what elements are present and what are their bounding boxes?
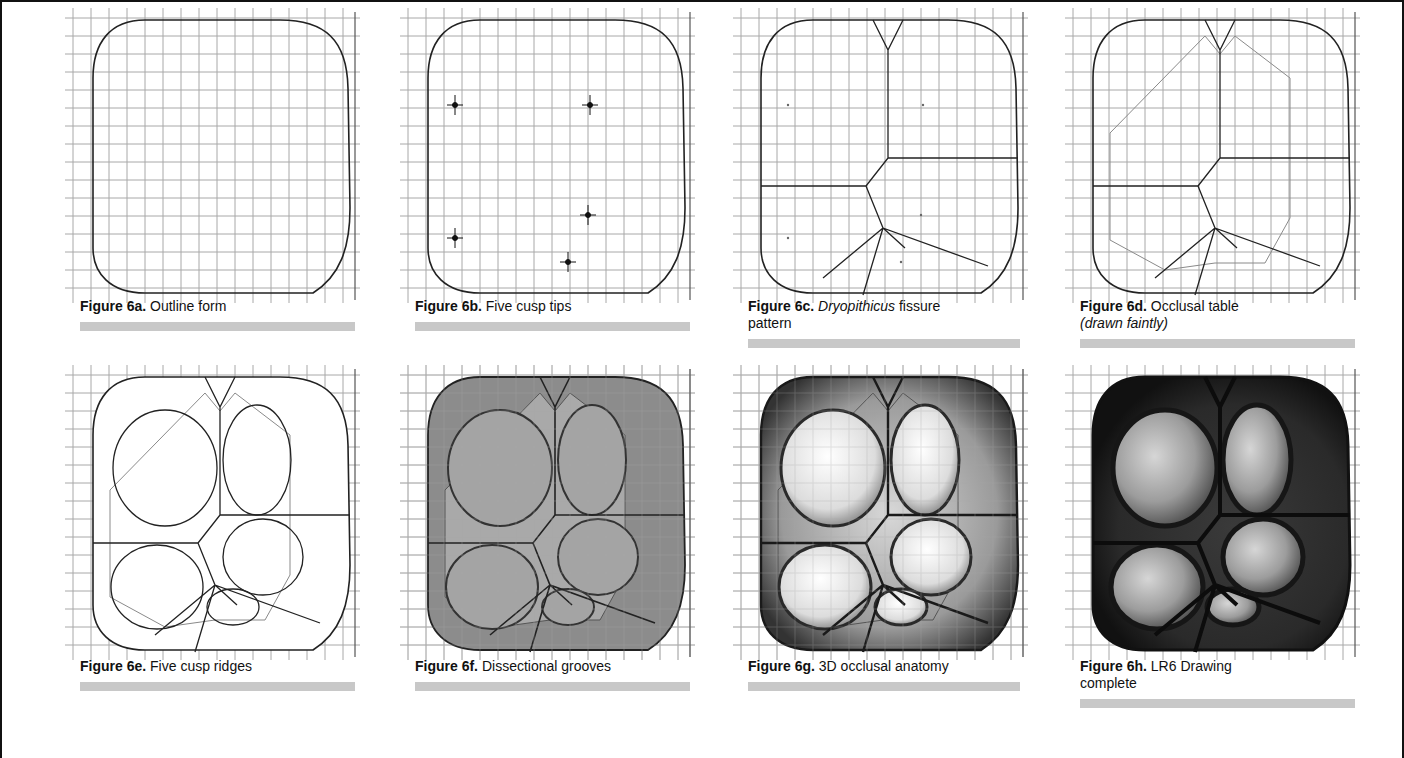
figure-number: Figure 6a. (80, 298, 146, 314)
figure-caption: Figure 6b.Five cusp tips (415, 298, 690, 331)
panel-6e (65, 365, 360, 660)
caption-bar (80, 322, 355, 331)
caption-bar (80, 682, 355, 691)
caption-text: Occlusal table (1151, 298, 1239, 314)
figure-caption: Figure 6h.LR6 Drawing complete (1080, 658, 1355, 708)
figure-caption: Figure 6c.Dryopithicusfissure pattern (748, 298, 1020, 348)
caption-text: Five cusp ridges (150, 658, 252, 674)
caption-text: Five cusp tips (486, 298, 572, 314)
caption-bar (415, 682, 690, 691)
figure-caption: Figure 6a.Outline form (80, 298, 355, 331)
caption-text: Dissectional grooves (482, 658, 611, 674)
figure-caption: Figure 6g.3D occlusal anatomy (748, 658, 1020, 691)
caption-bar (1080, 339, 1355, 348)
caption-line: Figure 6h.LR6 Drawing complete (1080, 658, 1280, 692)
figure-number: Figure 6e. (80, 658, 146, 674)
figure-caption: Figure 6f.Dissectional grooves (415, 658, 690, 691)
caption-text: 3D occlusal anatomy (819, 658, 949, 674)
panel-6b (400, 8, 695, 303)
caption-line: Figure 6f.Dissectional grooves (415, 658, 690, 675)
figure-number: Figure 6d. (1080, 298, 1147, 314)
figure-number: Figure 6c. (748, 298, 814, 314)
panel-6h (1065, 365, 1360, 660)
panel-6g (733, 365, 1028, 660)
caption-line: Figure 6a.Outline form (80, 298, 355, 315)
caption-bar (1080, 699, 1355, 708)
panel-6d (1065, 8, 1360, 303)
caption-bar (748, 339, 1020, 348)
caption-line: Figure 6c.Dryopithicusfissure pattern (748, 298, 988, 332)
caption-bar (415, 322, 690, 331)
caption-bar (748, 682, 1020, 691)
caption-line: Figure 6b.Five cusp tips (415, 298, 690, 315)
panel-6f (400, 365, 695, 660)
caption-text: Outline form (150, 298, 226, 314)
figure-number: Figure 6g. (748, 658, 815, 674)
caption-line: Figure 6g.3D occlusal anatomy (748, 658, 1020, 675)
figure-caption: Figure 6e.Five cusp ridges (80, 658, 355, 691)
caption-text: Dryopithicus (818, 298, 895, 314)
figure-caption: Figure 6d.Occlusal table(drawn faintly) (1080, 298, 1355, 348)
caption-line: Figure 6d.Occlusal table(drawn faintly) (1080, 298, 1355, 332)
figure-number: Figure 6f. (415, 658, 478, 674)
caption-line: Figure 6e.Five cusp ridges (80, 658, 355, 675)
caption-note: (drawn faintly) (1080, 315, 1351, 332)
panel-6a (65, 8, 360, 303)
figure-number: Figure 6b. (415, 298, 482, 314)
figure-number: Figure 6h. (1080, 658, 1147, 674)
panel-6c (733, 8, 1028, 303)
